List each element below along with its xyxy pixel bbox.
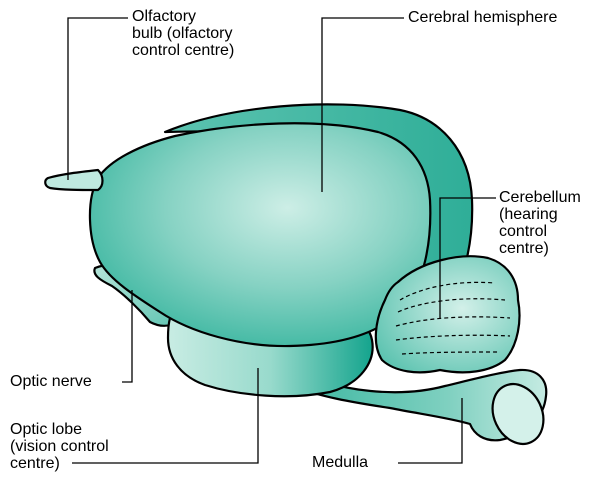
label-line: bulb (olfactory	[132, 25, 234, 42]
label-line: centre)	[499, 240, 581, 257]
label-line: Medulla	[312, 454, 368, 471]
label-line: Optic lobe	[10, 421, 109, 438]
label-line: Cerebellum	[499, 189, 581, 206]
label-line: Olfactory	[132, 8, 234, 25]
label-line: (vision control	[10, 438, 109, 455]
label-optic-lobe: Optic lobe (vision control centre)	[10, 421, 109, 472]
label-line: Cerebral hemisphere	[408, 9, 557, 26]
olfactory-bulb-shape	[45, 170, 102, 190]
label-line: control centre)	[132, 42, 234, 59]
label-cerebellum: Cerebellum (hearing control centre)	[499, 189, 581, 257]
label-cerebral-hemisphere: Cerebral hemisphere	[408, 9, 557, 26]
leader-optic-nerve	[122, 290, 132, 382]
label-line: Optic nerve	[10, 373, 92, 390]
label-line: control	[499, 223, 581, 240]
label-olfactory-bulb: Olfactory bulb (olfactory control centre…	[132, 8, 234, 59]
leader-olfactory-bulb	[68, 18, 128, 180]
label-line: (hearing	[499, 206, 581, 223]
label-line: centre)	[10, 455, 109, 472]
label-optic-nerve: Optic nerve	[10, 373, 92, 390]
label-medulla: Medulla	[312, 454, 368, 471]
